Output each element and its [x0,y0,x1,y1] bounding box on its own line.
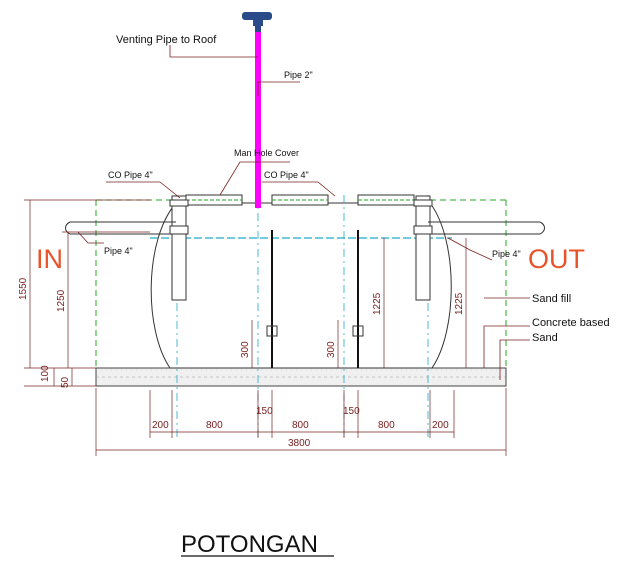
dim-3800: 3800 [288,438,311,449]
leader-lines [77,45,530,380]
sand-fill-label: Sand fill [532,293,571,305]
venting-pipe [242,12,272,208]
concrete-based-label: Concrete based [532,317,610,329]
dim-1250: 1250 [56,289,67,312]
dim-50: 50 [60,376,71,388]
outlet-pipe [428,221,545,235]
co-pipe-right-label: CO Pipe 4" [264,170,309,180]
dim-200-right: 200 [432,420,449,431]
dim-150-1: 150 [256,406,273,417]
dim-200-left: 200 [152,420,169,431]
co-pipe-right [415,195,431,301]
dim-800-1: 800 [206,420,223,431]
vertical-dimensions [24,199,467,387]
dim-300-right: 300 [326,341,337,358]
vent-cap-icon [242,12,272,20]
co-pipe-left-label: CO Pipe 4" [108,170,153,180]
pipe-4-right-label: Pipe 4" [492,249,521,259]
foundation [95,367,507,387]
baffle-1-opening [266,325,278,337]
inlet-pipe [65,221,176,235]
dim-1225-right: 1225 [454,292,465,315]
io-pipes [65,221,545,235]
out-label: OUT [528,244,585,274]
horizontal-dimensions [95,388,507,456]
dim-150-2: 150 [343,406,360,417]
dim-1550: 1550 [18,277,29,300]
dim-800-3: 800 [378,420,395,431]
dim-300-left: 300 [240,341,251,358]
drawing-title: POTONGAN [181,531,318,558]
baffle-2-opening [352,325,364,337]
dim-1225-left: 1225 [372,292,383,315]
pipe-4-left-label: Pipe 4" [104,246,133,256]
dim-100: 100 [40,365,51,382]
co-pipe-left [171,195,187,301]
man-hole-cover-label: Man Hole Cover [234,148,299,158]
manhole-covers [185,194,415,206]
in-label: IN [36,244,63,274]
dim-800-2: 800 [292,420,309,431]
venting-pipe-label: Venting Pipe to Roof [116,34,217,46]
sand-label: Sand [532,332,558,344]
co-pipes [169,195,433,301]
excavation-outline [95,199,507,368]
vent-pipe-body [255,32,261,208]
septic-tank [150,195,452,440]
pipe-2-label: Pipe 2" [284,70,313,80]
